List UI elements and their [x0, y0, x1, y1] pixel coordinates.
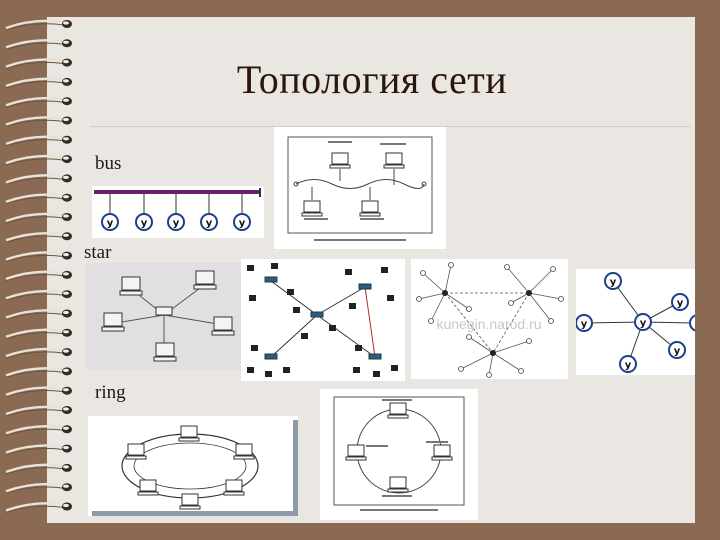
spiral-ring: [5, 347, 72, 359]
ring-figure-scan: [320, 389, 478, 520]
spiral-ring: [5, 502, 72, 513]
bus-node-label: у: [107, 218, 114, 229]
spiral-ring: [5, 405, 72, 417]
star-diagram-switches: [241, 259, 405, 381]
star-diagram-simple: у у у у у у: [576, 269, 695, 375]
spiral-ring: [5, 154, 72, 166]
spiral-ring: [5, 309, 72, 320]
spiral-ring: [5, 212, 72, 224]
spiral-ring: [5, 135, 72, 147]
spiral-ring: [5, 231, 72, 243]
spiral-ring: [5, 270, 72, 282]
spiral-ring: [5, 463, 72, 475]
spiral-ring: [5, 424, 72, 436]
star-label: star: [84, 242, 112, 263]
bus-node-5: [233, 213, 251, 231]
bus-node-4: [200, 213, 218, 231]
star-node-label: у: [610, 277, 617, 288]
spiral-ring: [5, 116, 72, 127]
spiral-binding: [5, 19, 72, 513]
bus-node-1: [101, 213, 119, 231]
bus-node-3: [167, 213, 185, 231]
star-node-label: у: [581, 319, 588, 330]
bus-figure-scan: [274, 127, 446, 249]
watermark-text: kunegin.narod.ru: [436, 316, 541, 332]
bus-node-2: [135, 213, 153, 231]
spiral-ring: [5, 289, 72, 301]
spiral-ring: [5, 193, 72, 205]
spiral-ring: [5, 96, 72, 108]
title-divider: [90, 126, 690, 127]
bus-node-label: у: [141, 218, 148, 229]
spiral-ring: [5, 444, 72, 456]
bus-node-label: у: [239, 218, 246, 229]
bus-node-label: у: [206, 218, 213, 229]
spiral-ring: [5, 174, 72, 185]
spiral-ring: [5, 58, 72, 70]
spiral-ring: [5, 251, 72, 263]
spiral-ring: [5, 38, 72, 50]
star-node-label: у: [677, 298, 684, 309]
ring-diagram: [88, 416, 298, 516]
slide-title: Топология сети: [236, 57, 508, 102]
spiral-ring: [5, 77, 72, 89]
star-node-label: у: [674, 346, 681, 357]
spiral-ring: [5, 328, 72, 340]
spiral-ring: [5, 19, 72, 31]
spiral-ring: [5, 482, 72, 494]
star-diagram-pcs: [86, 263, 241, 370]
star-node-label: у: [625, 360, 632, 371]
spiral-ring: [5, 367, 72, 378]
bus-label: bus: [95, 153, 122, 174]
star-node-label: у: [640, 318, 647, 329]
ring-label: ring: [95, 382, 126, 403]
spiral-ring: [5, 386, 72, 398]
bus-diagram: у у у у у: [92, 186, 264, 238]
star-diagram-sketch: kunegin.narod.ru: [411, 259, 568, 379]
bus-node-label: у: [173, 218, 180, 229]
